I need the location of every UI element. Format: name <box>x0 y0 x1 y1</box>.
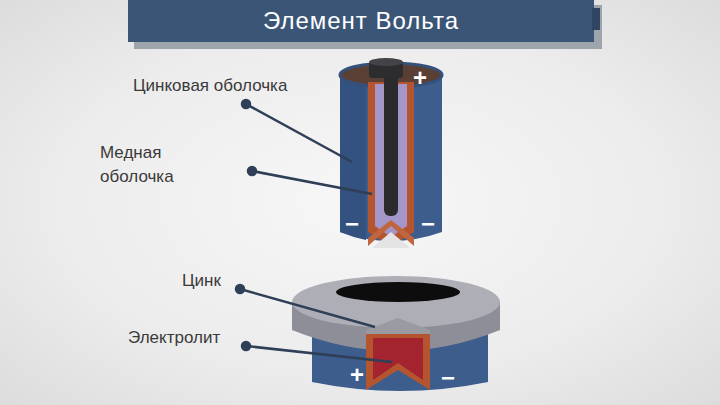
polarity-sign: + <box>408 66 432 90</box>
part-label: Медная оболочка <box>100 141 212 189</box>
leader-dot <box>242 100 250 108</box>
bottom-notch <box>372 232 410 248</box>
leader-line <box>246 346 392 362</box>
leader-line <box>252 171 372 194</box>
part-label: Электролит <box>128 326 220 350</box>
leader-dot <box>242 342 250 350</box>
terminal-top <box>369 58 403 66</box>
copper-cutaway <box>366 334 430 390</box>
leader-dot <box>236 285 244 293</box>
leaders <box>236 100 392 362</box>
title-bar-accent <box>592 8 600 30</box>
part-label: Цинк <box>182 269 221 293</box>
upper-cell <box>340 58 442 248</box>
polarity-sign: − <box>416 212 440 236</box>
polarity-sign: − <box>436 366 460 390</box>
polarity-sign: − <box>340 212 364 236</box>
leader-line <box>240 289 375 327</box>
leader-line <box>246 104 352 162</box>
polarity-sign: + <box>345 363 369 387</box>
part-label: Цинковая оболочка <box>133 74 287 98</box>
lower-cell <box>292 276 500 391</box>
leader-dot <box>248 167 256 175</box>
electrolyte <box>373 338 423 380</box>
title-bar <box>128 0 594 42</box>
carbon-rod <box>384 68 398 216</box>
title: Элемент Вольта <box>128 7 594 35</box>
opening <box>336 282 460 302</box>
